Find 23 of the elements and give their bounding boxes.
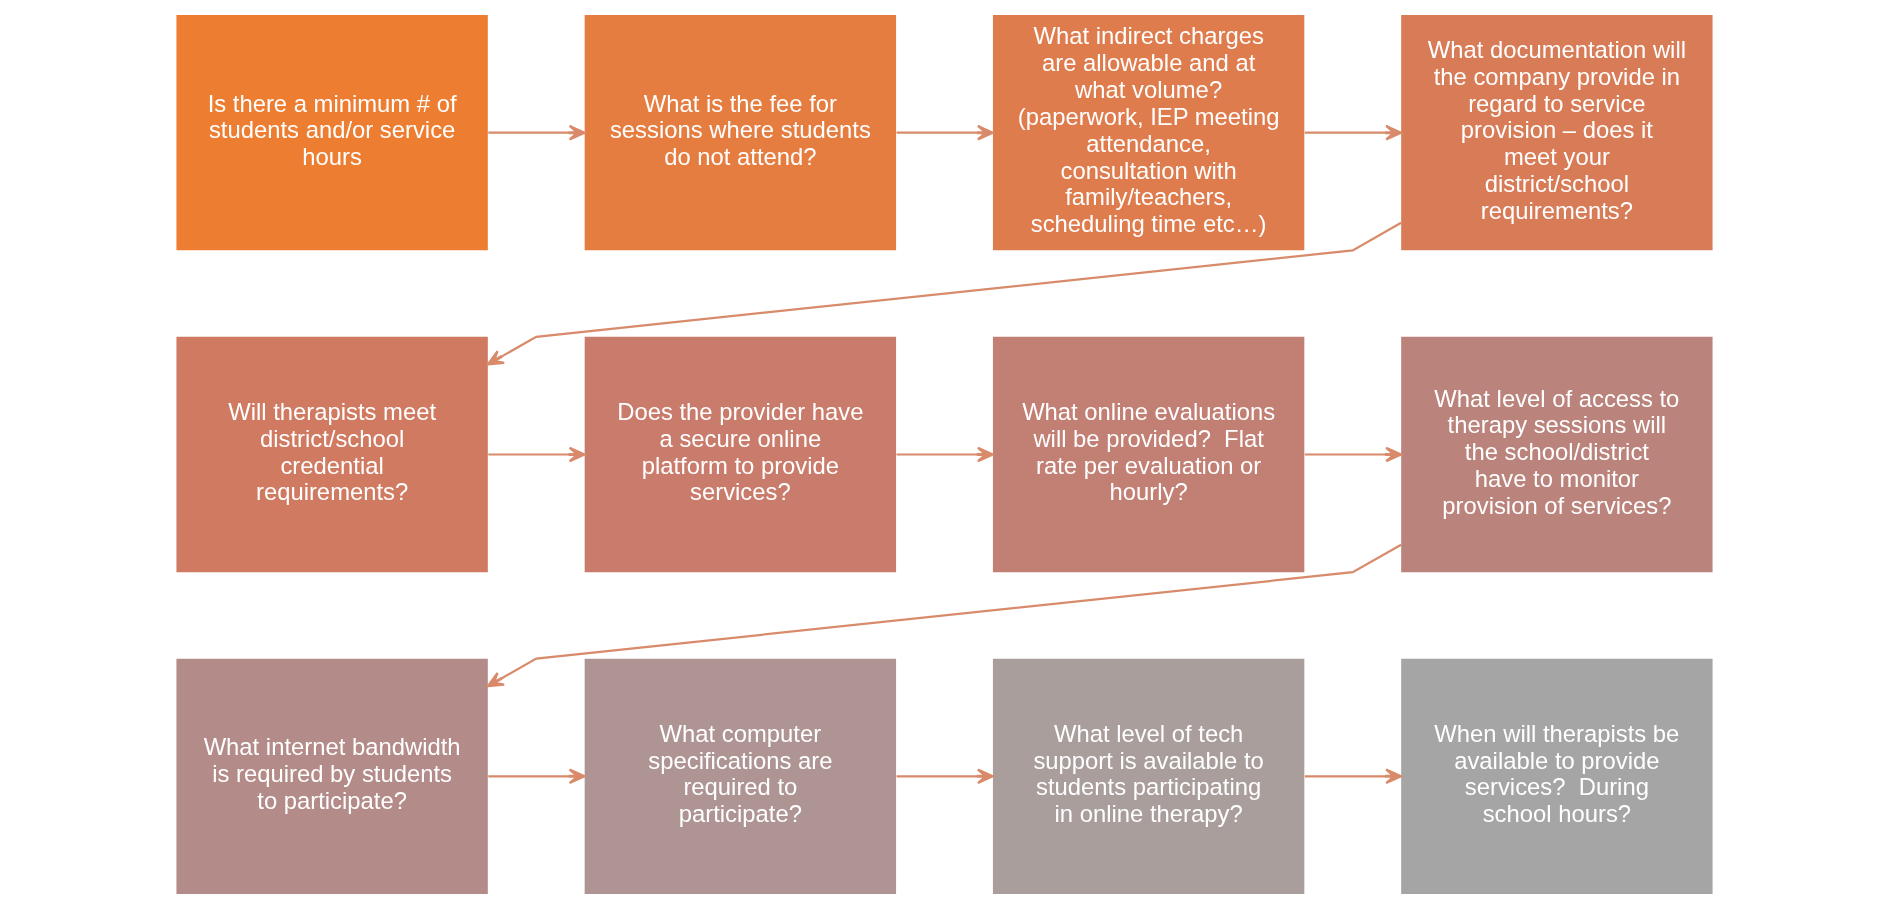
node-box: Will therapists meet district/school credential requirements? [175,336,488,572]
node-box: What computer specifications are required to participate? [584,658,896,894]
node-box: What is the fee for sessions where students do not attend? [584,14,896,250]
arrow [487,768,586,784]
node-box: What online evaluations will be provided? Flat rate per evaluation or hourly? [992,336,1304,572]
node-box: What indirect charges are allowable and at what volume? (paperwork, IEP meeting attendance, consultation with family/teachers, scheduling time etc…) [992,14,1304,250]
node-box: What level of access to therapy sessions will the school/district have to monitor provision of services? [1400,336,1713,572]
arrow [487,446,586,462]
arrow [1304,446,1402,462]
arrow [487,124,586,140]
arrow [486,221,1402,365]
node-box: What level of tech support is available to students participating in online therapy? [992,658,1304,894]
node-box: Is there a minimum # of students and/or service hours [175,14,488,250]
arrow [1304,124,1402,140]
node-box: What documentation will the company provide in regard to service provision – does it meet your district/school requirements? [1400,14,1713,250]
arrow [896,124,994,140]
arrow [486,543,1402,687]
node-box: What internet bandwidth is required by students to participate? [175,658,488,894]
arrow [1304,768,1402,784]
node-box: When will therapists be available to provide services? During school hours? [1400,658,1713,894]
arrow [896,768,994,784]
arrow [896,446,994,462]
node-box: Does the provider have a secure online platform to provide services? [584,336,896,572]
